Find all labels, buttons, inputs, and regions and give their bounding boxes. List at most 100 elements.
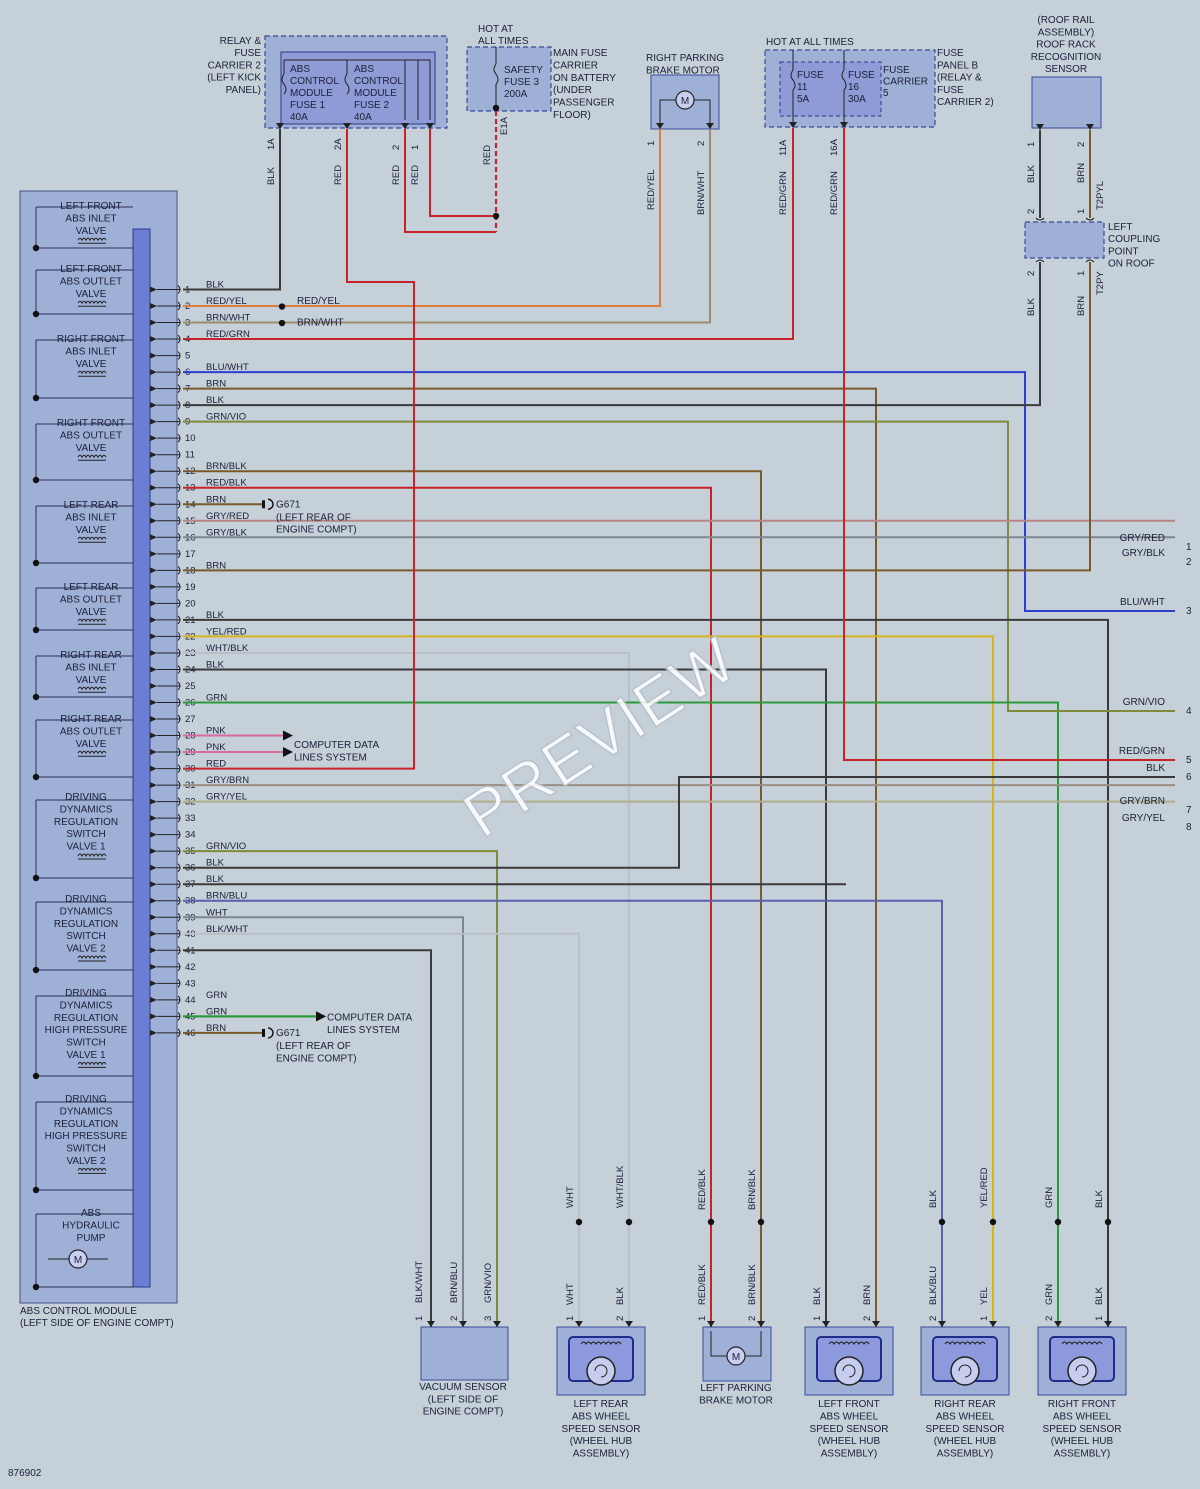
right-edge-wire-label: GRY/BRN bbox=[1120, 796, 1165, 807]
pin-arrow-icon bbox=[872, 1321, 880, 1327]
diagram-id: 876902 bbox=[8, 1468, 42, 1479]
pin-arrow-icon bbox=[575, 1321, 583, 1327]
relay-wire-label: RED bbox=[410, 165, 421, 185]
pin-arrow-icon bbox=[989, 1321, 997, 1327]
valve-label: ABS OUTLET bbox=[60, 594, 122, 605]
pin-connector-icon bbox=[177, 747, 181, 757]
left-coupling-point-label: ON ROOF bbox=[1108, 259, 1155, 270]
valve-label: RIGHT FRONT bbox=[57, 334, 125, 345]
computer-data-label: COMPUTER DATA bbox=[327, 1012, 413, 1023]
valve-label: RIGHT REAR bbox=[60, 714, 122, 725]
abs-fuse-1-label: CONTROL bbox=[290, 76, 339, 87]
right-edge-wire-label: RED/GRN bbox=[1119, 746, 1165, 757]
valve-label: DRIVING bbox=[65, 894, 107, 905]
ground-location: ENGINE COMPT) bbox=[276, 1053, 357, 1064]
pin-wire-color: YEL/RED bbox=[206, 626, 247, 637]
valve-label: SWITCH bbox=[66, 1038, 105, 1049]
splice-dot bbox=[1104, 1218, 1112, 1226]
relay-pin: 2 bbox=[391, 145, 402, 150]
pin-wire-color: BRN/WHT bbox=[206, 313, 251, 324]
pin-number: 43 bbox=[185, 978, 196, 989]
vacuum-wire-label: BLK/WHT bbox=[414, 1261, 425, 1303]
relay-fuse-carrier-inner bbox=[280, 51, 436, 125]
valve-label: VALVE 1 bbox=[66, 842, 106, 853]
fuse-16-label: 16 bbox=[848, 82, 860, 93]
main-fuse-carrier-label: MAIN FUSE bbox=[553, 48, 608, 59]
left-coupling-point-label: COUPLING bbox=[1108, 234, 1160, 245]
ground-icon bbox=[267, 498, 274, 510]
splice-dot bbox=[278, 303, 286, 310]
left-coupling-point-label: LEFT bbox=[1108, 222, 1132, 233]
pin-connector-icon bbox=[177, 846, 181, 856]
pin-arrow-icon bbox=[822, 1321, 830, 1327]
vacuum-wire-label: BRN/BLU bbox=[449, 1262, 460, 1303]
valve-label: VALVE bbox=[76, 226, 107, 237]
pin-connector-icon bbox=[177, 813, 181, 823]
splice-dot bbox=[278, 319, 286, 327]
valve-label: RIGHT FRONT bbox=[57, 418, 125, 429]
valve-label: SWITCH bbox=[66, 829, 105, 840]
abs-fuse-1-label: FUSE 1 bbox=[290, 100, 325, 111]
pin-wire-color: BLK bbox=[206, 858, 225, 869]
valve-label: VALVE bbox=[76, 739, 107, 750]
rr-sensor-label: (WHEEL HUB bbox=[934, 1436, 997, 1447]
pin-wire-color: GRY/YEL bbox=[206, 792, 247, 803]
pin-wire-color: GRN bbox=[206, 990, 227, 1001]
valve-label: DYNAMICS bbox=[60, 1000, 113, 1011]
ground-location: (LEFT REAR OF bbox=[276, 1041, 351, 1052]
main-fuse-terminal bbox=[492, 104, 500, 112]
relay-fuse-carrier-label: CARRIER 2 bbox=[208, 60, 262, 71]
pin-arrow-icon bbox=[150, 749, 157, 756]
pin-arrow-icon bbox=[938, 1321, 946, 1327]
right-edge-wire-label: BLU/WHT bbox=[1120, 597, 1165, 608]
lp-brake-upper-wire-label: BRN/BLK bbox=[747, 1169, 758, 1210]
pin-arrow-icon bbox=[150, 980, 157, 987]
valve-label: DRIVING bbox=[65, 792, 107, 803]
pin-connector-icon bbox=[177, 367, 181, 377]
lf-sensor-label: SPEED SENSOR bbox=[810, 1424, 889, 1435]
splice-dot bbox=[938, 1218, 946, 1226]
solenoid-coil-icon bbox=[77, 686, 107, 691]
pin-connector-icon bbox=[177, 599, 181, 608]
main-fuse-wire-label: RED bbox=[482, 145, 493, 165]
pin-number: 20 bbox=[185, 598, 196, 609]
lr-sensor-pin: 1 bbox=[565, 1316, 576, 1321]
valve-label: REGULATION bbox=[54, 817, 118, 828]
coupling-connector-icon bbox=[1035, 217, 1045, 221]
pin-arrow-icon bbox=[401, 123, 409, 129]
pin-arrow-icon bbox=[625, 1321, 633, 1327]
lf-sensor-label: LEFT FRONT bbox=[818, 1399, 879, 1410]
fuse-carrier-5-label: FUSE bbox=[883, 65, 910, 76]
valve-label: ABS OUTLET bbox=[60, 276, 122, 287]
roof-sensor-wire-label: BRN bbox=[1076, 163, 1087, 183]
coupling-wire-label: BRN bbox=[1076, 296, 1087, 316]
rr-sensor-label: RIGHT REAR bbox=[934, 1399, 996, 1410]
sensor-coil-icon bbox=[1061, 1341, 1103, 1345]
pin-arrow-icon bbox=[789, 122, 797, 128]
pin-arrow-icon bbox=[427, 1321, 435, 1327]
pin-arrow-icon bbox=[1054, 1321, 1062, 1327]
right-edge-pin: 1 bbox=[1186, 542, 1192, 553]
pin-wire-color: PNK bbox=[206, 742, 226, 753]
fuse-carrier-5-label: CARRIER bbox=[883, 77, 928, 88]
pin-connector-icon bbox=[177, 1028, 181, 1038]
rf-sensor-label: ASSEMBLY) bbox=[1054, 1449, 1111, 1460]
splice-dot bbox=[575, 1218, 583, 1226]
pin-arrow-icon bbox=[150, 947, 157, 954]
main-fuse-box bbox=[466, 46, 552, 112]
valve-label: LEFT REAR bbox=[64, 500, 119, 511]
valve-label: ABS INLET bbox=[65, 512, 116, 523]
ground-name: G671 bbox=[276, 1028, 301, 1039]
fuse-panel-hot-label: HOT AT ALL TIMES bbox=[766, 37, 854, 48]
abs-module-title: (LEFT SIDE OF ENGINE COMPT) bbox=[20, 1318, 174, 1329]
wire-pin40-wht bbox=[183, 932, 580, 1327]
pin-connector-icon bbox=[177, 499, 181, 509]
relay-wire-label: BLK bbox=[266, 166, 277, 185]
ground-icon bbox=[267, 1027, 274, 1039]
main-fuse-pin: E1A bbox=[499, 116, 510, 135]
pin-arrow-icon bbox=[150, 666, 157, 673]
pin-arrow-icon bbox=[150, 649, 157, 656]
pin-connector-icon bbox=[177, 1012, 181, 1021]
fuse-panel-b-label: (RELAY & bbox=[937, 73, 982, 84]
